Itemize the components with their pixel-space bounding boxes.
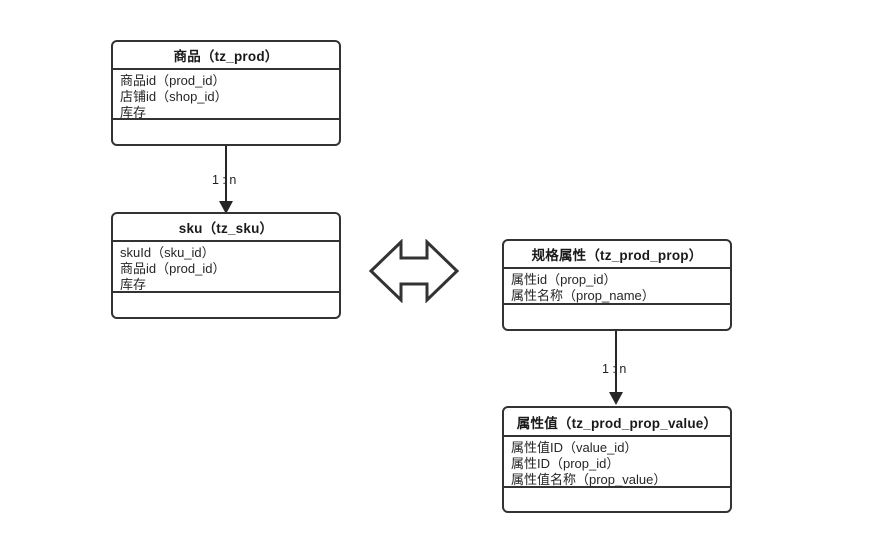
entity-footer-tz-prod-prop-value [504,488,730,511]
field-row: 属性id（prop_id） [511,272,617,287]
field-row: 属性ID（prop_id） [511,456,620,471]
connector-line [615,331,617,394]
connector-label-cardinality: 1 : n [212,173,237,187]
entity-fields-tz-prod-prop-value: 属性值ID（value_id） 属性ID（prop_id） 属性值名称（prop… [504,437,730,488]
field-row: 库存 [120,277,147,292]
entity-footer-tz-prod [113,120,339,144]
field-row: 商品id（prod_id） [120,261,226,276]
entity-title-tz-prod-prop-value: 属性值（tz_prod_prop_value） [504,408,730,437]
entity-footer-tz-prod-prop [504,305,730,329]
entity-box-tz-prod-prop-value[interactable]: 属性值（tz_prod_prop_value） 属性值ID（value_id） … [502,406,732,513]
field-row: 属性名称（prop_name） [511,288,655,303]
entity-title-tz-prod: 商品（tz_prod） [113,42,339,70]
entity-fields-tz-prod-prop: 属性id（prop_id） 属性名称（prop_name） [504,269,730,305]
entity-fields-tz-prod: 商品id（prod_id） 店铺id（shop_id） 库存 [113,70,339,120]
entity-box-tz-prod[interactable]: 商品（tz_prod） 商品id（prod_id） 店铺id（shop_id） … [111,40,341,146]
entity-box-tz-prod-prop[interactable]: 规格属性（tz_prod_prop） 属性id（prop_id） 属性名称（pr… [502,239,732,331]
entity-title-tz-sku: sku（tz_sku） [113,214,339,242]
field-row: 商品id（prod_id） [120,73,226,88]
connector-arrowhead [609,392,623,405]
field-row: 库存 [120,105,147,120]
entity-fields-tz-sku: skuId（sku_id） 商品id（prod_id） 库存 [113,242,339,293]
entity-footer-tz-sku [113,293,339,317]
field-row: 店铺id（shop_id） [120,89,228,104]
field-row: 属性值ID（value_id） [511,440,638,455]
connector-label-cardinality: 1 : n [602,362,627,376]
field-row: skuId（sku_id） [120,245,215,260]
field-row: 属性值名称（prop_value） [511,472,667,487]
entity-box-tz-sku[interactable]: sku（tz_sku） skuId（sku_id） 商品id（prod_id） … [111,212,341,319]
connector-line [225,146,227,204]
bidirectional-arrow-icon [368,239,460,303]
entity-title-tz-prod-prop: 规格属性（tz_prod_prop） [504,241,730,269]
